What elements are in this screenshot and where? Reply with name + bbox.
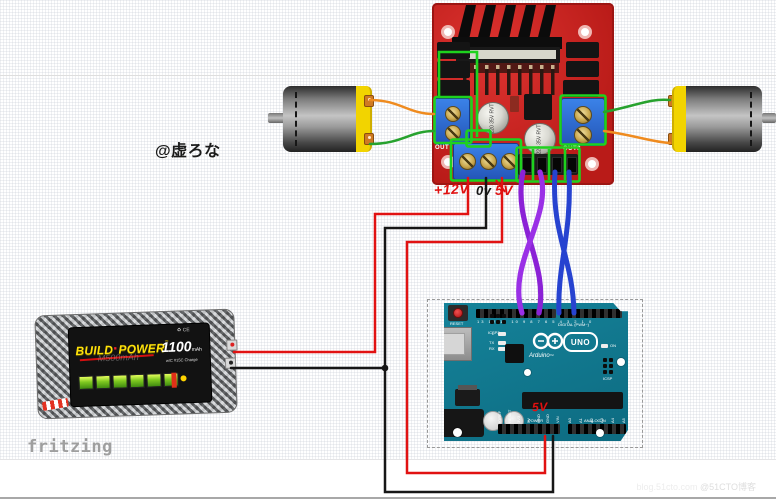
power-terminal[interactable] — [453, 143, 519, 180]
arduino-uno-board[interactable]: RESET 13 12 11 10 9 8 7 6 5 4 3 2 1 0 DI… — [444, 303, 628, 441]
diode-block — [437, 80, 470, 97]
terminal-screw[interactable] — [574, 106, 592, 124]
terminal-screw[interactable] — [459, 153, 476, 170]
grid-bottom-edge — [0, 459, 776, 460]
reset-label: RESET — [450, 321, 464, 326]
power-header[interactable] — [498, 424, 560, 434]
arduino-infinity-logo — [532, 332, 564, 350]
wire-motor-right-orange[interactable] — [602, 129, 672, 145]
electrolytic-capacitor: 220 35V RVT — [524, 123, 556, 155]
icsp-label: ICSP — [603, 376, 613, 381]
wire-battery-positive[interactable] — [232, 176, 470, 354]
icsp2-label: ICSP2 — [488, 330, 500, 335]
board-hole — [596, 429, 604, 437]
highlight-out12 — [433, 95, 473, 145]
led-tx — [498, 341, 506, 345]
out3-out4-terminal[interactable] — [561, 98, 605, 146]
author-watermark: @虚ろな — [155, 143, 221, 160]
digital-label: DIGITAL (PWM~) — [558, 322, 589, 327]
dc-motor-left[interactable] — [268, 86, 374, 152]
power-jack — [444, 409, 484, 437]
handwritten-0v: 0v — [476, 183, 492, 198]
digital-header-high[interactable] — [560, 309, 622, 318]
led-tx-label: TX — [489, 340, 495, 345]
handwritten-12v: +12V — [433, 180, 470, 198]
highlight-connector-line — [437, 50, 479, 137]
selection-dashed-border — [427, 299, 643, 448]
electrolytic-capacitor: 220 35V RVT — [477, 102, 509, 134]
power-label: POWER — [528, 418, 544, 423]
highlight-jumper — [465, 129, 492, 148]
highlight-out34 — [559, 94, 607, 146]
resistor — [510, 96, 519, 112]
motor-seam — [295, 92, 297, 146]
terminal-screw[interactable] — [445, 106, 461, 122]
atmega-chip — [522, 392, 623, 409]
board-hole — [453, 428, 462, 437]
icsp2-header[interactable] — [490, 314, 506, 324]
mounting-hole — [578, 25, 592, 39]
icsp-header[interactable] — [603, 358, 613, 374]
led-rx-label: RX — [489, 346, 495, 351]
diode-block — [437, 42, 470, 59]
analog-label: ANALOG IN — [584, 418, 606, 423]
usb-port — [444, 327, 472, 361]
diode-block — [437, 61, 470, 78]
dc-motor-right[interactable] — [664, 86, 776, 152]
wire-5v[interactable] — [405, 176, 547, 475]
fritzing-logo: fritzing — [27, 437, 113, 457]
wire-gnd[interactable] — [383, 176, 555, 494]
led-rx — [498, 347, 506, 351]
out-silkscreen: OUT — [435, 145, 450, 151]
motor-end-cap — [672, 86, 688, 152]
board-hole — [617, 358, 625, 366]
reset-button[interactable] — [448, 305, 468, 321]
arduino-brand: Arduino™ — [529, 353, 554, 359]
digital-header-low[interactable] — [476, 309, 556, 318]
mounting-hole — [585, 157, 599, 171]
led-on — [601, 344, 608, 348]
diode-block — [566, 61, 599, 77]
mounting-hole — [441, 25, 455, 39]
motor-body — [686, 86, 762, 152]
motor-seam — [750, 92, 752, 146]
handwritten-5v: 5V — [495, 182, 776, 198]
led-l — [498, 332, 506, 336]
grid-major-line — [0, 75, 776, 76]
board-hole — [524, 369, 531, 376]
voltage-regulator — [455, 385, 480, 406]
regulator-chip — [524, 94, 552, 120]
uno-model-badge: UNO — [563, 332, 598, 352]
wire-motor-left-green[interactable] — [368, 129, 436, 146]
site-watermark: blog.51cto.com @51CTO博客 — [636, 482, 756, 492]
heatsink-base — [452, 37, 562, 49]
diode-block — [566, 42, 599, 58]
screenshot-bottom-border — [0, 497, 776, 499]
led-l-label: L — [492, 331, 495, 336]
wire-motor-right-green[interactable] — [602, 98, 672, 114]
out1-out2-terminal[interactable] — [434, 98, 470, 145]
wire-motor-left-orange[interactable] — [368, 98, 436, 116]
motor-shaft — [762, 113, 776, 123]
motor-shaft — [268, 113, 285, 123]
usb-interface-chip — [505, 344, 524, 363]
digital-pin-numbers: 13 12 11 10 9 8 7 6 5 4 3 2 1 0 — [477, 319, 594, 324]
l298n-motor-driver[interactable]: 220 35V RVT 220 35V RVT OUT OUT3 — [432, 3, 614, 185]
heatsink-fins — [456, 5, 556, 45]
wire-junction[interactable] — [381, 364, 389, 372]
l298-chip-label — [460, 50, 556, 59]
led-on-label: ON — [610, 343, 616, 348]
out3-silkscreen: OUT3 — [563, 146, 582, 152]
terminal-screw[interactable] — [480, 153, 497, 170]
diode-block — [563, 80, 599, 97]
